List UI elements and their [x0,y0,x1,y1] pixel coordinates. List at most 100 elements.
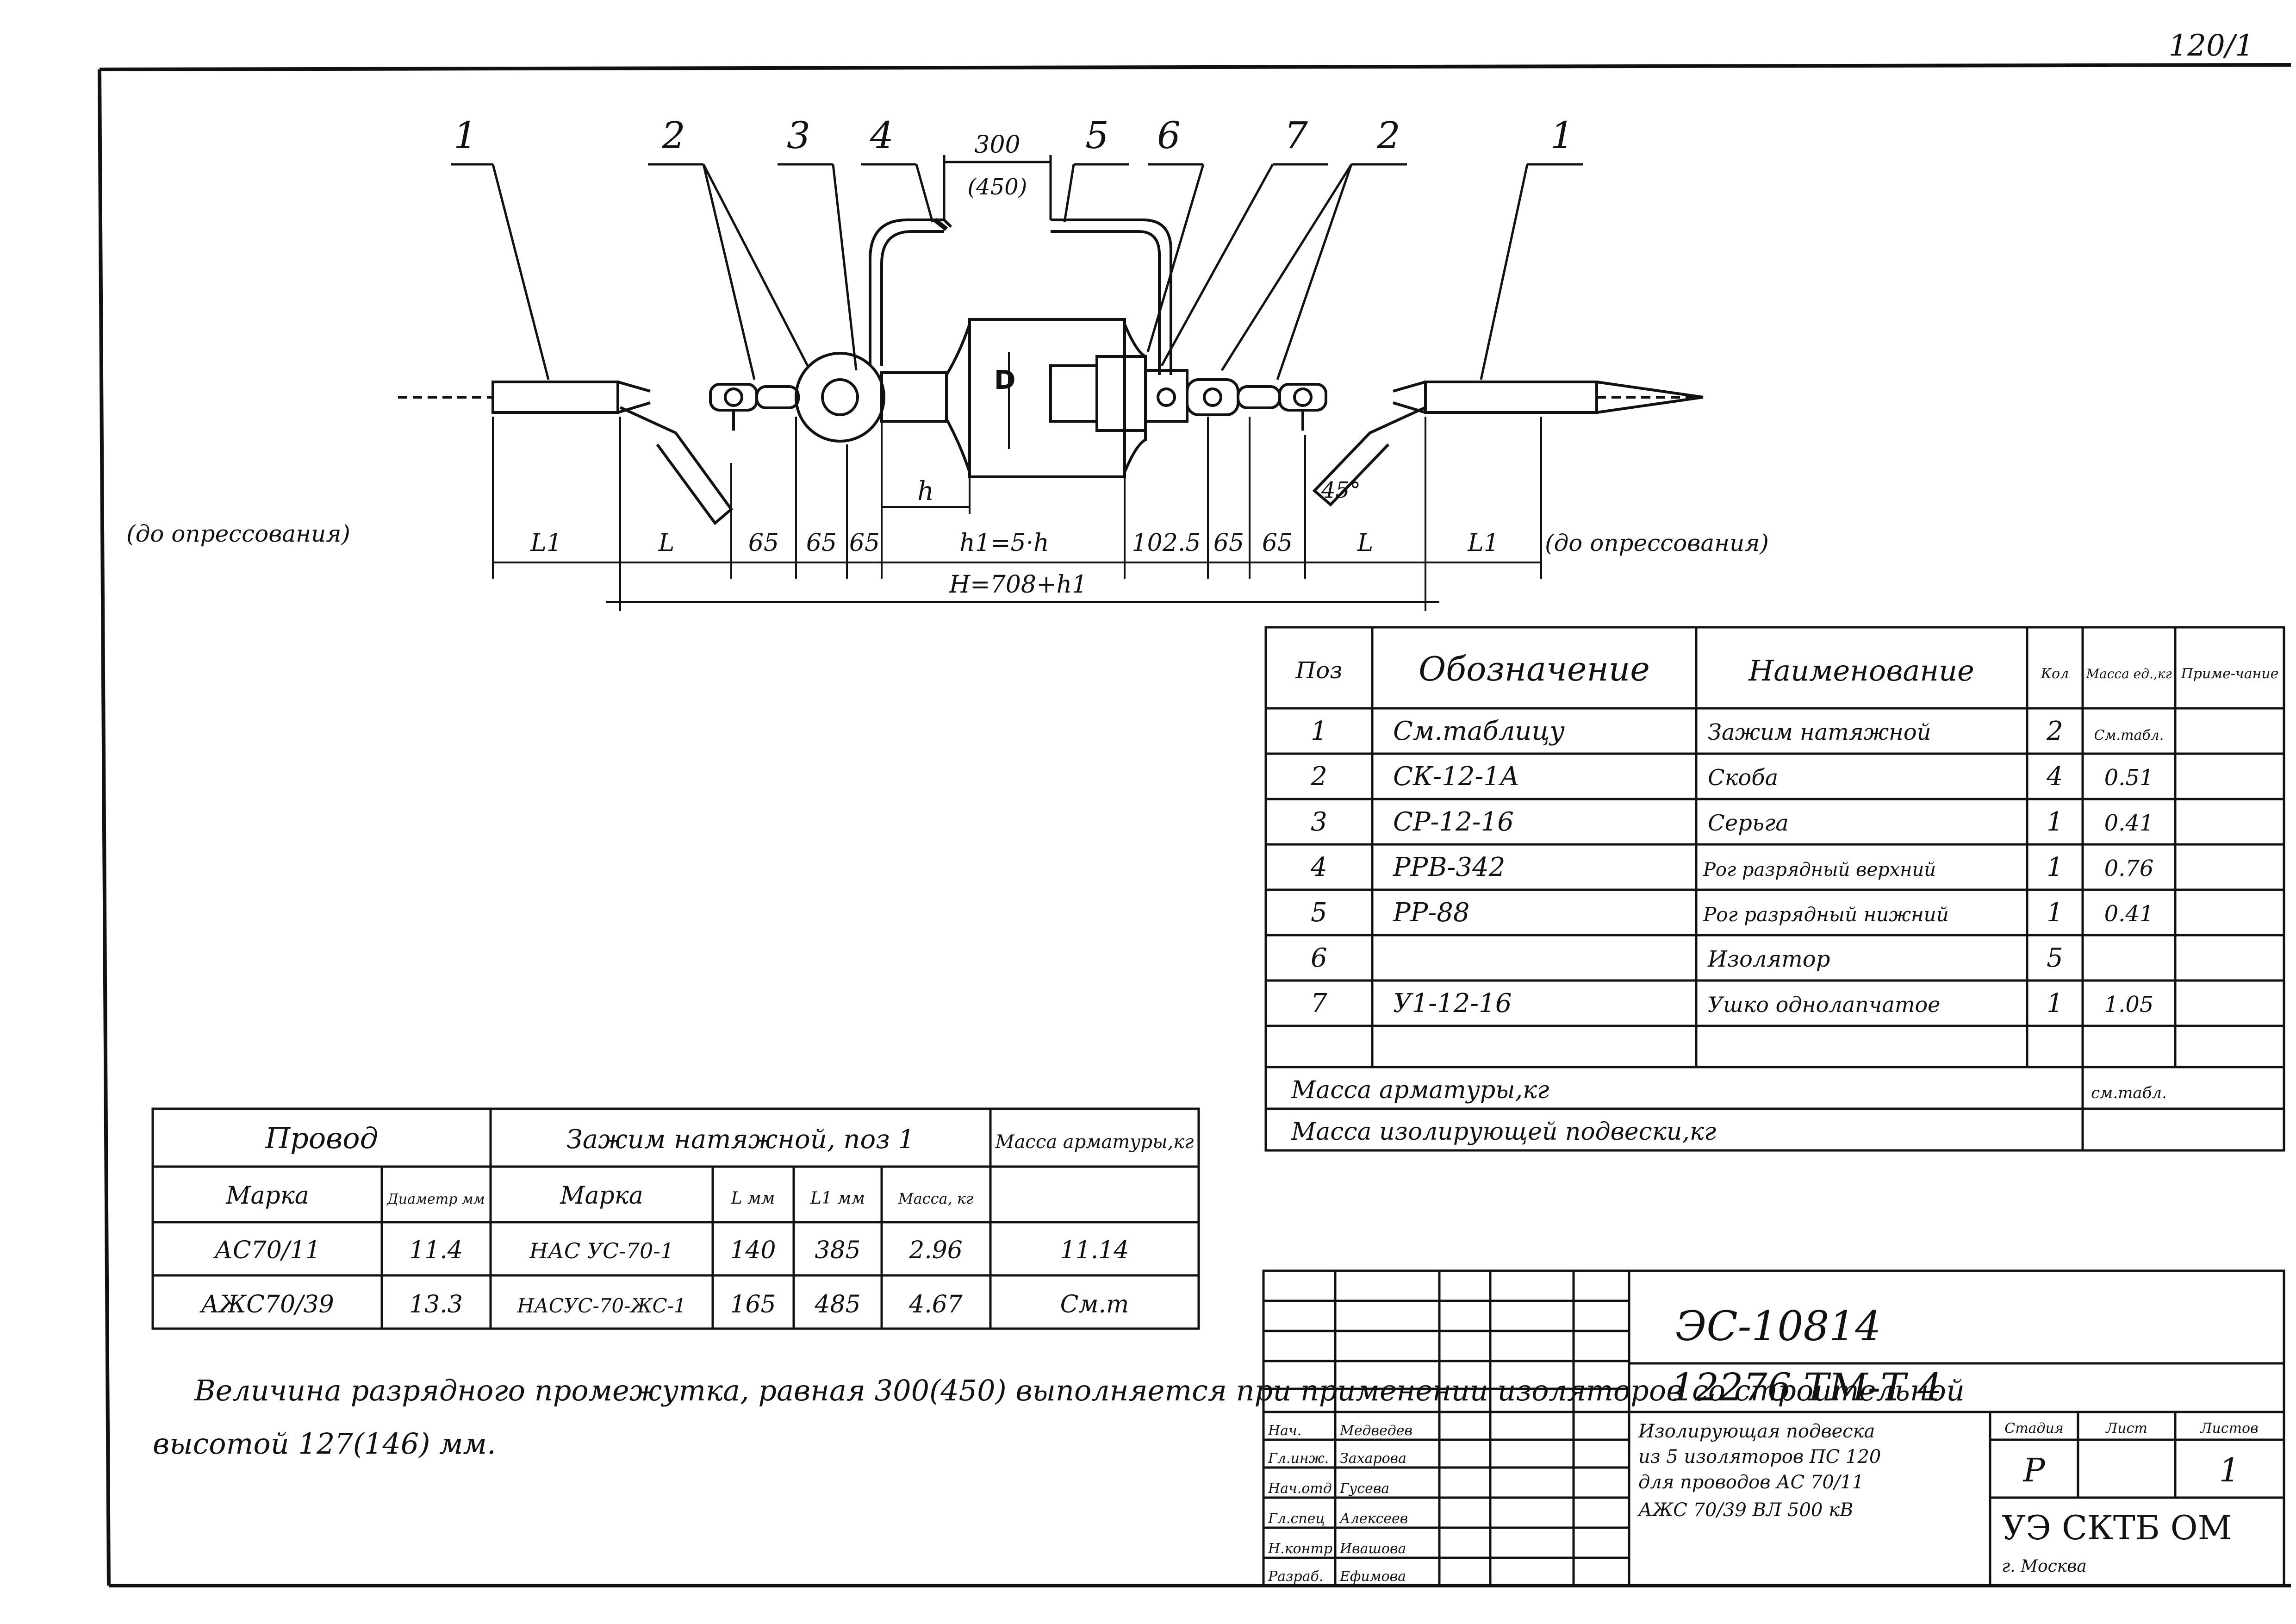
wire-cell: 2.96 [908,1237,963,1264]
wire-cell: См.т [1060,1291,1129,1318]
wire-table: Провод Зажим натяжной, поз 1 Масса армат… [151,1107,1200,1330]
title-block: ЭС-10814 12276 ТМ-Т 4 Изолирующая подвес… [1262,1269,2285,1587]
mass-group-header: Масса арматуры,кг [995,1131,1194,1153]
right-crimp-note: (до опрессования) [1545,530,1769,556]
dim-65-d: 65 [1213,529,1244,557]
spec-cell: 1 [2047,852,2063,882]
title-line: Изолирующая подвеска [1638,1421,1875,1442]
top-dim-alt: (450) [967,174,1027,200]
dim-l-left: L [658,529,675,557]
spec-footer-total-label: Масса изолирующей подвески,кг [1291,1118,1716,1146]
wire-subheader: L мм [730,1189,775,1208]
wire-cell: 11.4 [409,1237,463,1264]
wire-cell: 140 [730,1237,776,1264]
insulator-dim-label: D [994,365,1015,395]
upper-horn [869,219,952,366]
spec-cell: 0.51 [2104,765,2154,791]
spec-cell: 1 [2047,988,2063,1018]
spec-cell: У1-12-16 [1393,988,1512,1018]
spec-footer-mass-label: Масса арматуры,кг [1291,1076,1549,1104]
dim-l1-left: L1 [530,529,562,557]
spec-cell: 1.05 [2104,992,2154,1018]
left-crimp-note: (до опрессования) [126,520,350,547]
callout-2-left: 2 [661,114,685,157]
organization-city: г. Москва [2002,1557,2087,1576]
signature-name: Гусева [1339,1480,1389,1497]
spec-cell: 2 [2046,716,2063,746]
spec-cell: 0.41 [2104,810,2154,836]
wire-cell: 13.3 [409,1291,463,1318]
callout-7: 7 [1284,114,1308,157]
signature-role: Гл.инж. [1268,1450,1329,1467]
spec-cell: СР-12-16 [1393,807,1514,837]
top-dim-main: 300 [974,131,1020,159]
spec-cell: 7 [1311,988,1327,1018]
left-clamp-body [492,381,619,414]
wire-subheader: Диаметр мм [386,1191,485,1207]
spec-cell: 5 [1311,898,1327,928]
spec-header-note: Приме-чание [2181,666,2279,682]
wire-subheader: L1 мм [810,1189,865,1208]
signature-role: Н.контр [1268,1541,1332,1557]
organization: УЭ СКТБ ОМ [2002,1508,2232,1547]
spec-footer-mass-value: см.табл. [2091,1084,2167,1102]
dimension-chain [492,417,1542,611]
callout-4: 4 [870,114,894,157]
spec-cell: Серьга [1708,810,1789,836]
wire-cell: АЖС70/39 [199,1291,334,1318]
drawing-code-1: ЭС-10814 [1675,1302,1881,1350]
wire-subheader: Марка [225,1182,309,1210]
signature-role: Нач.отд [1268,1480,1332,1497]
signature-name: Алексеев [1339,1511,1408,1527]
dim-65-c: 65 [849,529,880,557]
right-clamp-tail [1312,406,1426,507]
dim-l-right: L [1357,529,1374,557]
spec-header-designation: Обозначение [1419,650,1650,688]
wire-cell: 165 [730,1291,776,1318]
spec-table: Поз Обозначение Наименование Кол Масса е… [1264,626,2285,1152]
callout-1-right: 1 [1550,114,1574,157]
spec-cell: Рог разрядный верхний [1703,859,1936,881]
spec-cell: См.таблицу [1393,716,1565,746]
spec-cell: СК-12-1А [1393,762,1519,792]
signature-name: Ефимова [1339,1568,1406,1585]
wire-subheader: Марка [560,1182,643,1210]
spec-header-name: Наименование [1748,654,1974,687]
total-dimension: H=708+h1 [949,571,1087,599]
wire-cell: 11.14 [1060,1237,1129,1264]
spec-cell: Рог разрядный нижний [1703,903,1949,926]
title-line: из 5 изоляторов ПС 120 [1638,1446,1881,1468]
dim-l1-right: L1 [1467,529,1499,557]
dim-102-5: 102.5 [1132,529,1201,557]
spec-cell: 4 [1310,852,1327,882]
spec-cell: См.табл. [2094,727,2164,743]
dim-h1: h1=5·h [959,529,1049,557]
wire-cell: АС70/11 [212,1237,320,1264]
signature-name: Медведев [1339,1423,1412,1439]
spec-cell: 0.76 [2104,856,2154,881]
spec-cell: Ушко однолапчатое [1708,992,1940,1017]
spec-cell: 5 [2047,943,2063,973]
lower-horn [1051,219,1172,375]
signature-name: Захарова [1340,1450,1406,1467]
spec-cell: 3 [1311,807,1327,837]
wire-cell: 4.67 [908,1291,963,1318]
spec-header-pos: Поз [1295,657,1343,684]
dim-65-a: 65 [748,529,779,557]
spec-cell: 0.41 [2104,901,2154,927]
dimension-values: L1 L 65 65 65 h1=5·h 102.5 65 65 L L1 H=… [530,529,1499,599]
left-clamp-tail [619,406,734,525]
dim-65-e: 65 [1262,529,1293,557]
spec-cell: 1 [2047,898,2063,928]
sheets-value: 1 [2219,1451,2240,1489]
spec-cell: 1 [2047,807,2063,837]
spec-cell: 1 [1311,716,1327,746]
spec-cell: 6 [1311,943,1327,973]
link-ring [795,352,885,443]
callout-3: 3 [787,114,810,157]
wire-subheader: Масса, кг [898,1190,973,1207]
sheet-frame [98,63,2291,1587]
callout-leaders [451,163,1583,380]
callout-2-right: 2 [1376,114,1400,157]
